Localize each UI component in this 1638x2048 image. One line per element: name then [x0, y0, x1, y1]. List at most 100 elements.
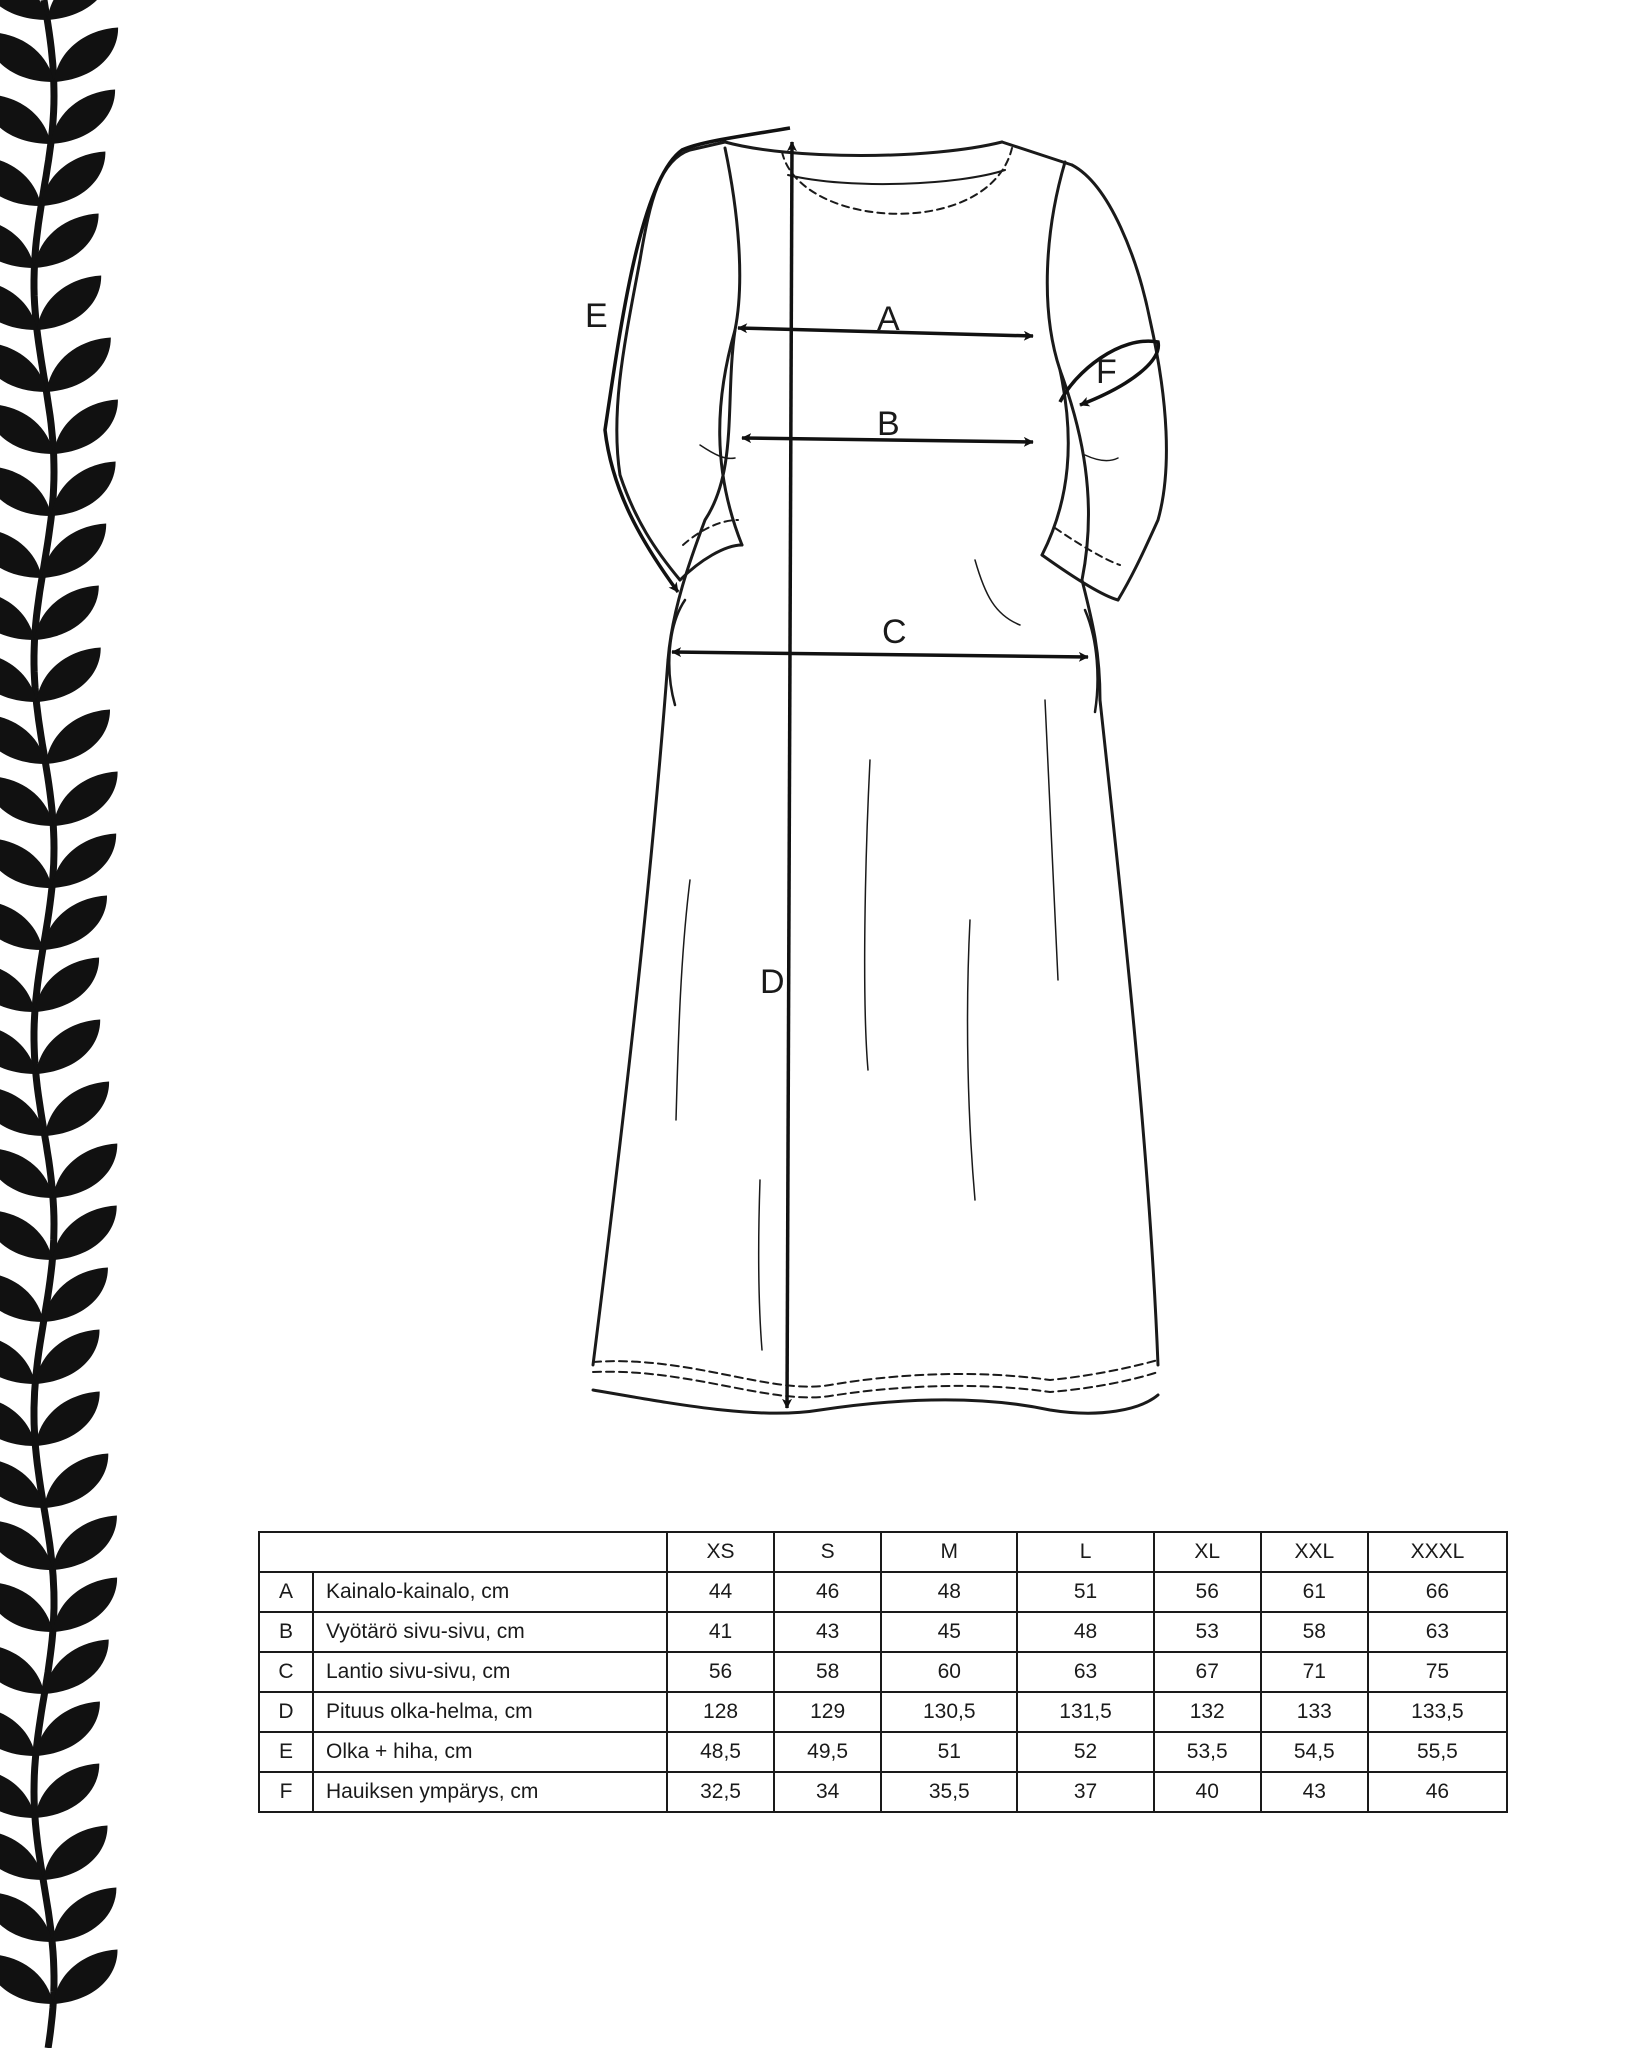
leaf	[35, 1701, 100, 1756]
table-cell: 46	[773, 1571, 883, 1613]
table-cell: 43	[773, 1611, 883, 1653]
table-cell: 45	[880, 1611, 1019, 1653]
left-pocket	[668, 598, 687, 707]
row-name: Kainalo-kainalo, cm	[312, 1571, 668, 1613]
measure-line-c	[671, 647, 1089, 662]
label-b: B	[877, 405, 900, 443]
skirt-right-side	[1098, 698, 1160, 1367]
fold-line	[966, 919, 976, 1201]
size-header-cell: XS	[665, 1531, 776, 1573]
row-code: C	[258, 1651, 314, 1693]
table-cell: 46	[1366, 1771, 1509, 1813]
leaf	[0, 1148, 53, 1199]
neckline	[723, 140, 1004, 157]
leaf	[0, 1210, 53, 1261]
size-table-header: XS S M L XL XXL XXXL	[258, 1531, 1509, 1573]
table-cell: 75	[1366, 1651, 1509, 1693]
table-cell: 51	[1016, 1571, 1155, 1613]
leaf	[0, 776, 54, 827]
table-cell: 48	[1016, 1611, 1155, 1653]
right-pocket	[1083, 608, 1099, 714]
leaf	[0, 466, 52, 517]
left-cuff-stitching	[682, 519, 739, 546]
size-table: XS S M L XL XXL XXXL A Kainalo-kainalo, …	[258, 1531, 1509, 1813]
leaf	[0, 94, 51, 145]
table-row: E Olka + hiha, cm 48,5 49,5 51 52 53,5 5…	[258, 1731, 1509, 1773]
table-cell: 56	[1152, 1571, 1262, 1613]
hem	[591, 1388, 1160, 1415]
row-name: Hauiksen ympärys, cm	[312, 1771, 668, 1813]
leaf	[0, 962, 35, 1013]
size-header-cell: S	[773, 1531, 883, 1573]
bodice-left-side	[666, 146, 742, 662]
leaf	[51, 833, 117, 888]
vine-stem	[30, 0, 58, 2048]
table-cell: 41	[665, 1611, 776, 1653]
leaf	[0, 1892, 53, 1943]
label-d: D	[760, 963, 785, 1001]
leaf	[0, 1396, 36, 1447]
table-cell: 66	[1366, 1571, 1509, 1613]
fold-line	[974, 559, 1021, 626]
table-cell: 56	[665, 1651, 776, 1693]
label-f: F	[1096, 353, 1117, 391]
measure-line-e	[603, 126, 791, 594]
fold-line	[1044, 699, 1059, 981]
leaf	[36, 275, 102, 330]
table-cell: 63	[1016, 1651, 1155, 1693]
leaf	[46, 337, 111, 392]
leaf	[0, 1458, 44, 1509]
table-cell: 54,5	[1259, 1731, 1369, 1773]
leaf	[51, 461, 116, 516]
table-cell: 133,5	[1366, 1691, 1509, 1733]
leaf	[0, 528, 42, 579]
leaf	[0, 1954, 54, 2005]
leaf	[52, 1515, 117, 1570]
fold-line	[863, 759, 871, 1071]
table-cell: 58	[1259, 1611, 1369, 1653]
table-row: F Hauiksen ympärys, cm 32,5 34 35,5 37 4…	[258, 1771, 1509, 1813]
table-cell: 40	[1152, 1771, 1262, 1813]
leaf	[0, 714, 46, 765]
size-header-row: XS S M L XL XXL XXXL	[258, 1531, 1509, 1573]
row-name: Pituus olka-helma, cm	[312, 1691, 668, 1733]
label-a: A	[877, 300, 900, 338]
size-table-body: A Kainalo-kainalo, cm 44 46 48 51 56 61 …	[258, 1571, 1509, 1813]
leaf	[53, 399, 118, 454]
neckline-inner	[787, 169, 1006, 186]
table-row: C Lantio sivu-sivu, cm 56 58 60 63 67 71…	[258, 1651, 1509, 1693]
leaf	[53, 1949, 118, 2004]
leaf	[36, 647, 101, 702]
row-code: F	[258, 1771, 314, 1813]
leaf	[52, 1887, 117, 1942]
leaf	[34, 957, 100, 1012]
leaf	[0, 1582, 53, 1633]
table-cell: 61	[1259, 1571, 1369, 1613]
table-cell: 35,5	[880, 1771, 1019, 1813]
leaf-vine-decoration	[0, 0, 119, 2048]
table-cell: 130,5	[880, 1691, 1019, 1733]
leaf	[43, 1825, 108, 1880]
left-sleeve-inner	[718, 328, 744, 547]
fold-line	[699, 444, 736, 460]
table-cell: 48,5	[665, 1731, 776, 1773]
bodice-right-side	[1045, 160, 1102, 702]
header-blank-cell	[258, 1531, 668, 1573]
leaf	[35, 1391, 100, 1446]
leaf	[0, 342, 47, 393]
leaf	[0, 218, 35, 269]
leaf	[34, 213, 99, 268]
table-cell: 53	[1152, 1611, 1262, 1653]
leaf	[0, 156, 42, 207]
table-cell: 132	[1152, 1691, 1262, 1733]
leaf	[35, 1019, 101, 1074]
table-cell: 131,5	[1016, 1691, 1155, 1733]
measure-line-d	[782, 141, 797, 1409]
leaf	[53, 1143, 118, 1198]
table-cell: 63	[1366, 1611, 1509, 1653]
leaf	[0, 280, 37, 331]
row-code: E	[258, 1731, 314, 1773]
table-cell: 43	[1259, 1771, 1369, 1813]
table-cell: 58	[773, 1651, 883, 1693]
leaf	[0, 1644, 45, 1695]
